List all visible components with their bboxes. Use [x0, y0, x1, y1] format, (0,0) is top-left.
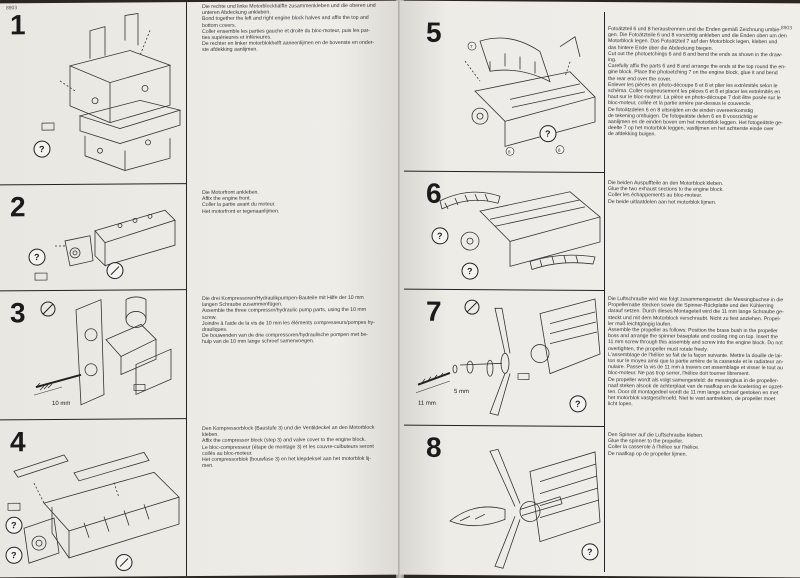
text-line: ste afdekking aanlijmen. [202, 47, 258, 54]
svg-text:?: ? [11, 520, 16, 530]
text-line: De beide uitlaatdelen aan het motorblok … [608, 198, 717, 206]
text-line: Bond together the left and right engine … [202, 15, 369, 23]
bush-length-label: 5 mm [454, 389, 469, 395]
column-divider [604, 12, 605, 573]
step-3-text: Die drei Kompressoren/Hydraulikpumpen-Ba… [202, 295, 382, 346]
text-line: Joindre à l'aide de la vis de 10 mm les … [202, 319, 375, 327]
text-line: licht lopen. [608, 401, 633, 408]
step-1-text: Die rechte und linke Motorblockhälfte zu… [202, 3, 382, 54]
step-4-text: Den Kompressorblock (Baustufe 3) und die… [202, 425, 382, 470]
screw-length-label: 11 mm [418, 401, 436, 407]
svg-text:?: ? [437, 231, 442, 241]
step-7-drawing: 11 mm 5 mm ? [415, 298, 601, 416]
text-line: De naafkap op de propeller lijmen. [608, 450, 688, 458]
step-6-drawing: ? ? [431, 191, 601, 280]
step-3-drawing: 10 mm [33, 296, 172, 407]
right-page: 8903 5 7 8 6 ? Fotoätzteil 6 und 8 herau… [400, 0, 800, 578]
step-number: 2 [10, 191, 26, 223]
screw-length-label: 10 mm [52, 401, 70, 407]
step-2-drawing: ? [28, 209, 176, 281]
part-label: 7 [470, 44, 473, 49]
svg-text:?: ? [545, 129, 550, 139]
step-2-text: Die Motorfront ankleben. Affix the engin… [202, 189, 382, 215]
step-8-drawing: ? [449, 448, 601, 569]
step-7-text: Die Luftschraube wird wie folgt zusammen… [608, 296, 793, 409]
step-5-drawing: 7 8 6 ? [464, 36, 596, 156]
step-number: 3 [10, 297, 26, 329]
svg-text:?: ? [587, 547, 592, 557]
step-number: 1 [10, 9, 26, 41]
step-1-drawing: ? [33, 12, 182, 172]
text-line: Het motorfront er tegenaanlijmen. [202, 208, 280, 215]
text-line: Le bloc-compresseur (étape de montage 3)… [202, 443, 374, 451]
text-line: Assemble the three compressor/hydraulic … [202, 307, 367, 315]
step-4-drawing: ? ? [5, 451, 180, 572]
svg-text:?: ? [467, 266, 472, 276]
text-line: de afdekking buigen. [608, 131, 656, 138]
svg-text:?: ? [39, 144, 44, 154]
text-line: Cut out the photoetchings 6 and 8 and be… [608, 50, 783, 59]
left-page: 8903 1 ? Die rechte und linke Motorblock… [0, 0, 398, 578]
svg-text:?: ? [34, 252, 39, 262]
step-number: 5 [426, 16, 442, 48]
text-line: hulp van de 10 mm lange schroef samenvoe… [202, 338, 315, 346]
text-line: men. [202, 463, 214, 470]
part-label: 8 [508, 149, 511, 154]
step-8-text: Den Spinner auf die Luftschraube kleben.… [608, 432, 793, 458]
step-6-text: Die beiden Auspuffteile an den Motorbloc… [608, 180, 793, 206]
svg-text:?: ? [11, 550, 16, 560]
step-5-text: Fotoätzteil 6 und 8 heraustrennen und di… [608, 26, 793, 139]
svg-text:?: ? [575, 399, 580, 409]
part-label: 6 [558, 148, 561, 153]
